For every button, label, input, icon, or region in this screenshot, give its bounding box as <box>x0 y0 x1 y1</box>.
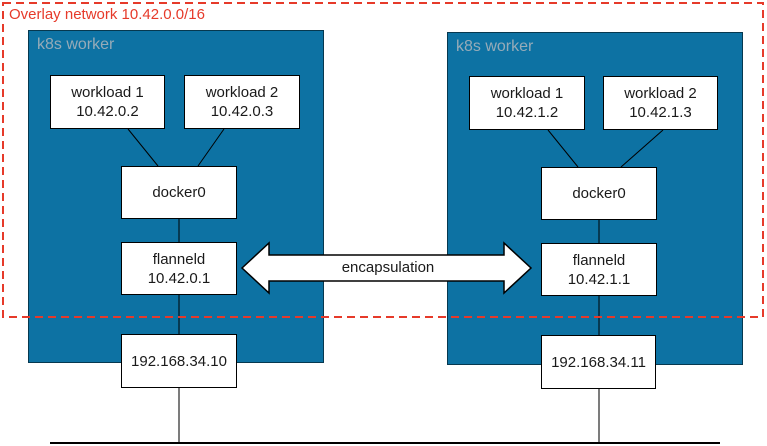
overlay-network-boundary <box>2 2 764 318</box>
workload-name: workload 1 <box>71 84 144 101</box>
docker0-bridge-box-right: docker0 <box>541 167 657 220</box>
host-ip-box-left: 192.168.34.10 <box>121 334 237 388</box>
workload-name: workload 2 <box>205 84 279 101</box>
workload-2-box-left: workload 2 10.42.0.3 <box>184 75 300 129</box>
workload-name: workload 2 <box>624 85 697 102</box>
workload-name: workload 1 <box>490 85 564 102</box>
workload-ip: 10.42.0.2 <box>76 103 139 120</box>
k8s-worker-label: k8s worker <box>37 36 115 53</box>
connector-workload2-docker0-left <box>197 128 225 167</box>
workload-ip: 10.42.1.2 <box>495 104 559 121</box>
host-ip: 192.168.34.11 <box>551 353 646 371</box>
flanneld-box-left: flanneld 10.42.0.1 <box>121 242 237 295</box>
encapsulation-arrow <box>240 241 533 295</box>
connector-workload1-docker0-right <box>547 129 579 168</box>
overlay-network-label: Overlay network 10.42.0.0/16 <box>9 6 205 23</box>
flanneld-box-right: flanneld 10.42.1.1 <box>541 243 657 296</box>
docker0-label: docker0 <box>152 184 206 201</box>
workload-ip: 10.42.1.3 <box>629 104 692 121</box>
docker0-label: docker0 <box>572 185 626 202</box>
workload-1-box-right: workload 1 10.42.1.2 <box>469 76 585 130</box>
workload-2-box-right: workload 2 10.42.1.3 <box>603 76 718 130</box>
connector-workload1-docker0-left <box>127 128 159 167</box>
host-ip-box-right: 192.168.34.11 <box>541 335 656 389</box>
docker0-bridge-box-left: docker0 <box>121 166 237 219</box>
flanneld-ip: 10.42.0.1 <box>147 269 211 287</box>
k8s-worker-label: k8s worker <box>456 38 534 55</box>
workload-ip: 10.42.0.3 <box>210 103 274 120</box>
connector-workload2-docker0-right <box>620 129 664 168</box>
flanneld-ip: 10.42.1.1 <box>567 270 631 288</box>
flanneld-name: flanneld <box>572 251 626 269</box>
workload-1-box-left: workload 1 10.42.0.2 <box>50 75 165 129</box>
host-ip: 192.168.34.10 <box>131 352 227 370</box>
flanneld-name: flanneld <box>152 250 206 268</box>
encapsulation-label: encapsulation <box>341 259 435 276</box>
